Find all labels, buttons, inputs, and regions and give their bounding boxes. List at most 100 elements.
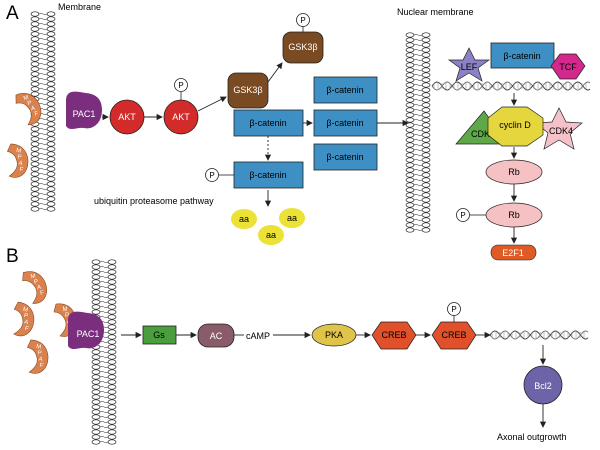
mpaf-letter: A [30,106,35,113]
lipid-row [30,81,56,87]
gs-label: Gs [153,330,165,340]
lipid-row [91,299,117,305]
beta-catenin-stack-2-label: β-catenin [326,118,363,128]
lipid-row [405,57,431,63]
tcf-label: TCF [559,62,577,72]
lipid-row [30,26,56,32]
lipid-row [30,206,56,212]
ac-label: AC [210,331,223,341]
lipid-row [91,374,117,380]
beta-catenin-stack-1: β-catenin [313,76,378,104]
lipid-row [405,47,431,53]
aa-node-1: aa [231,209,257,229]
ac-node: AC [197,323,235,348]
lipid-row [91,364,117,370]
lipid-row [91,379,117,385]
rb-label-1: Rb [508,167,520,177]
lipid-row [30,46,56,52]
mpaf-letter: P [34,279,39,286]
gsk3b-label-2: GSK3β [288,42,317,52]
lipid-row [91,399,117,405]
lipid-row [91,424,117,430]
mpaf-letter: P [17,154,22,161]
lipid-row [405,177,431,183]
beta-catenin-nuclear-label: β-catenin [503,51,540,61]
mpaf-letter: M [23,95,29,102]
phospho-creb-label: P [451,305,456,314]
lipid-row [30,181,56,187]
ubiquitin-label: ubiquitin proteasome pathway [94,196,214,206]
phospho-gsk3b-label: P [300,16,305,25]
lipid-row [30,31,56,37]
lipid-row [30,71,56,77]
pka-node: PKA [311,323,357,347]
lipid-row [30,91,56,97]
lipid-row [405,162,431,168]
creb-label-2: CREB [441,330,466,340]
lipid-row [405,112,431,118]
lipid-row [30,191,56,197]
phospho-creb: P [447,302,461,322]
phospho-rb: P [456,208,486,222]
lipid-row [91,409,117,415]
lipid-row [91,264,117,270]
camp-label: cAMP [246,331,270,341]
phospho-beta-catenin: P [205,168,234,182]
phospho-akt-label: P [178,81,183,90]
rb-node-1: Rb [485,159,543,185]
cyclin-d-octagon: cyclin D [487,106,544,147]
lipid-row [30,171,56,177]
mpaf-letter: M [16,148,22,155]
pac1-receptor-a: PAC1 [66,91,102,130]
aa-label-2: aa [287,213,297,223]
cdk4-label: CDK4 [549,126,573,136]
lipid-row [30,166,56,172]
lipid-row [405,222,431,228]
lipid-row [30,86,56,92]
lipid-row [30,126,56,132]
aa-label-1: aa [239,214,249,224]
lipid-row [405,67,431,73]
mpaf-letter: P [23,313,28,320]
bcl2-node: Bcl2 [523,365,563,405]
mpaf-letter: F [40,290,45,297]
dna-strand [489,330,589,340]
lipid-row [91,419,117,425]
lipid-row [405,37,431,43]
aa-node-2: aa [279,208,305,228]
lipid-row [30,41,56,47]
lipid-row [405,117,431,123]
creb-node-2: CREB [431,321,477,350]
lipid-row [405,212,431,218]
lipid-row [405,42,431,48]
lipid-row [91,434,117,440]
tcf-hexagon: TCF [550,53,586,80]
beta-catenin-nuclear: β-catenin [490,42,555,69]
lipid-row [91,294,117,300]
pac1-receptor-b: PAC1 [68,311,104,350]
dna-strand [431,81,591,91]
gsk3b-label-1: GSK3β [233,85,262,95]
beta-catenin-stack-3-label: β-catenin [326,152,363,162]
cyclin-d-label: cyclin D [499,120,531,130]
lipid-row [91,304,117,310]
mpaf-letter: P [27,100,32,107]
lipid-row [405,147,431,153]
mpaf-letter: A [23,319,28,326]
rb-node-2: Rb [485,202,543,228]
lipid-row [405,137,431,143]
e2f1-label: E2F1 [502,248,524,258]
lipid-row [30,61,56,67]
aa-node-3: aa [258,225,284,245]
lipid-row [91,309,117,315]
mpaf-letter: M [30,274,36,281]
dna-helix-a [431,81,591,91]
phospho-akt: P [174,78,188,100]
lipid-row [405,72,431,78]
akt-label-1: AKT [118,112,136,122]
lipid-row [91,394,117,400]
